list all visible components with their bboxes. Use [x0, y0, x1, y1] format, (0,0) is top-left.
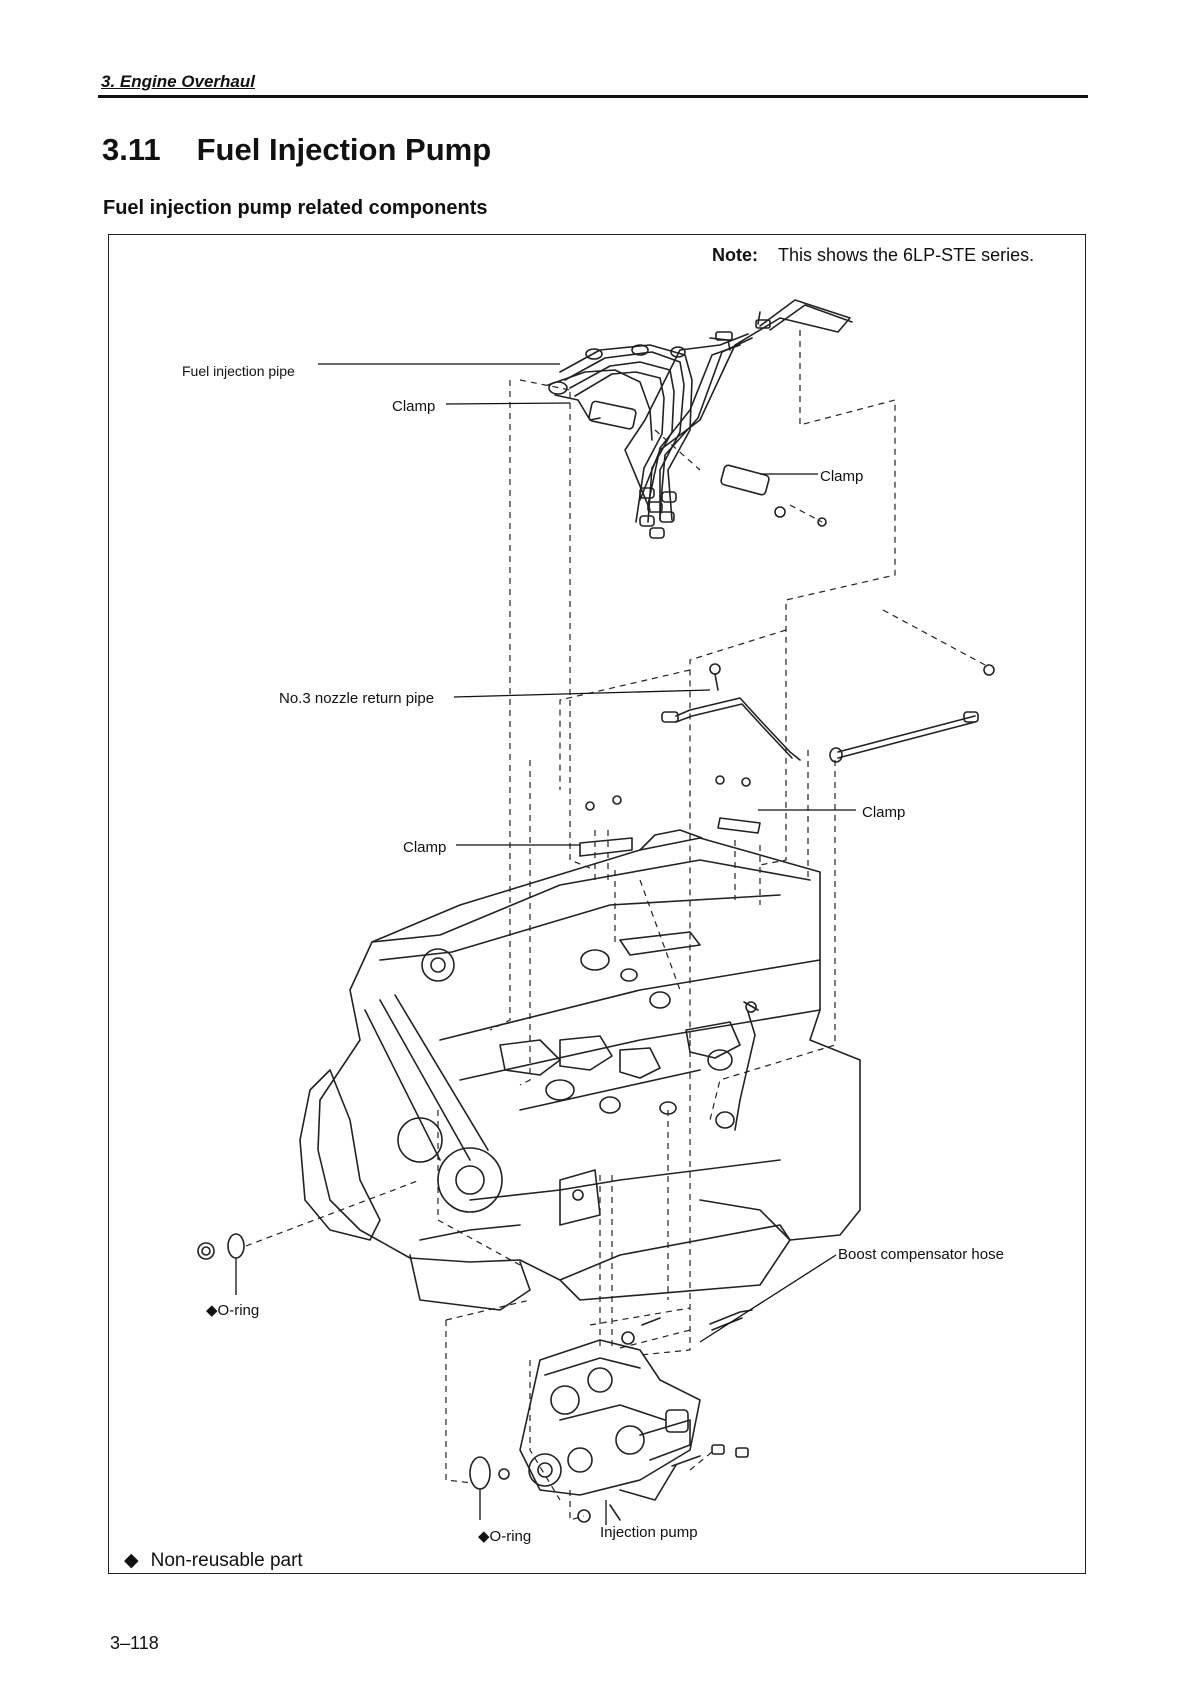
- label-oring-left: ◆O-ring: [206, 1301, 259, 1319]
- non-reusable-symbol-icon: ◆: [124, 1550, 139, 1571]
- label-clamp-right-top: Clamp: [820, 468, 863, 485]
- label-oring-bottom: ◆O-ring: [478, 1527, 531, 1545]
- label-boost-compensator-hose: Boost compensator hose: [838, 1246, 1004, 1263]
- left-oring-plug: [198, 1234, 244, 1259]
- label-clamp-top: Clamp: [392, 398, 435, 415]
- leader-lines: [236, 364, 856, 1525]
- label-no3-nozzle-return-pipe: No.3 nozzle return pipe: [279, 690, 434, 707]
- label-fuel-injection-pipe: Fuel injection pipe: [182, 363, 295, 379]
- legend-text: Non-reusable part: [151, 1550, 303, 1571]
- injection-pump-assembly: [470, 1310, 752, 1522]
- legend: ◆ Non-reusable part: [124, 1549, 303, 1572]
- pipe-clamps: [588, 401, 826, 526]
- page-number: 3–118: [110, 1633, 159, 1654]
- exploded-guides: [246, 330, 987, 1520]
- label-injection-pump: Injection pump: [600, 1524, 698, 1541]
- fuel-injection-pipes: [548, 300, 852, 538]
- engine-block: [300, 830, 860, 1310]
- label-clamp-left-mid: Clamp: [403, 839, 446, 856]
- return-pipe: [662, 664, 994, 762]
- label-clamp-right-mid: Clamp: [862, 804, 905, 821]
